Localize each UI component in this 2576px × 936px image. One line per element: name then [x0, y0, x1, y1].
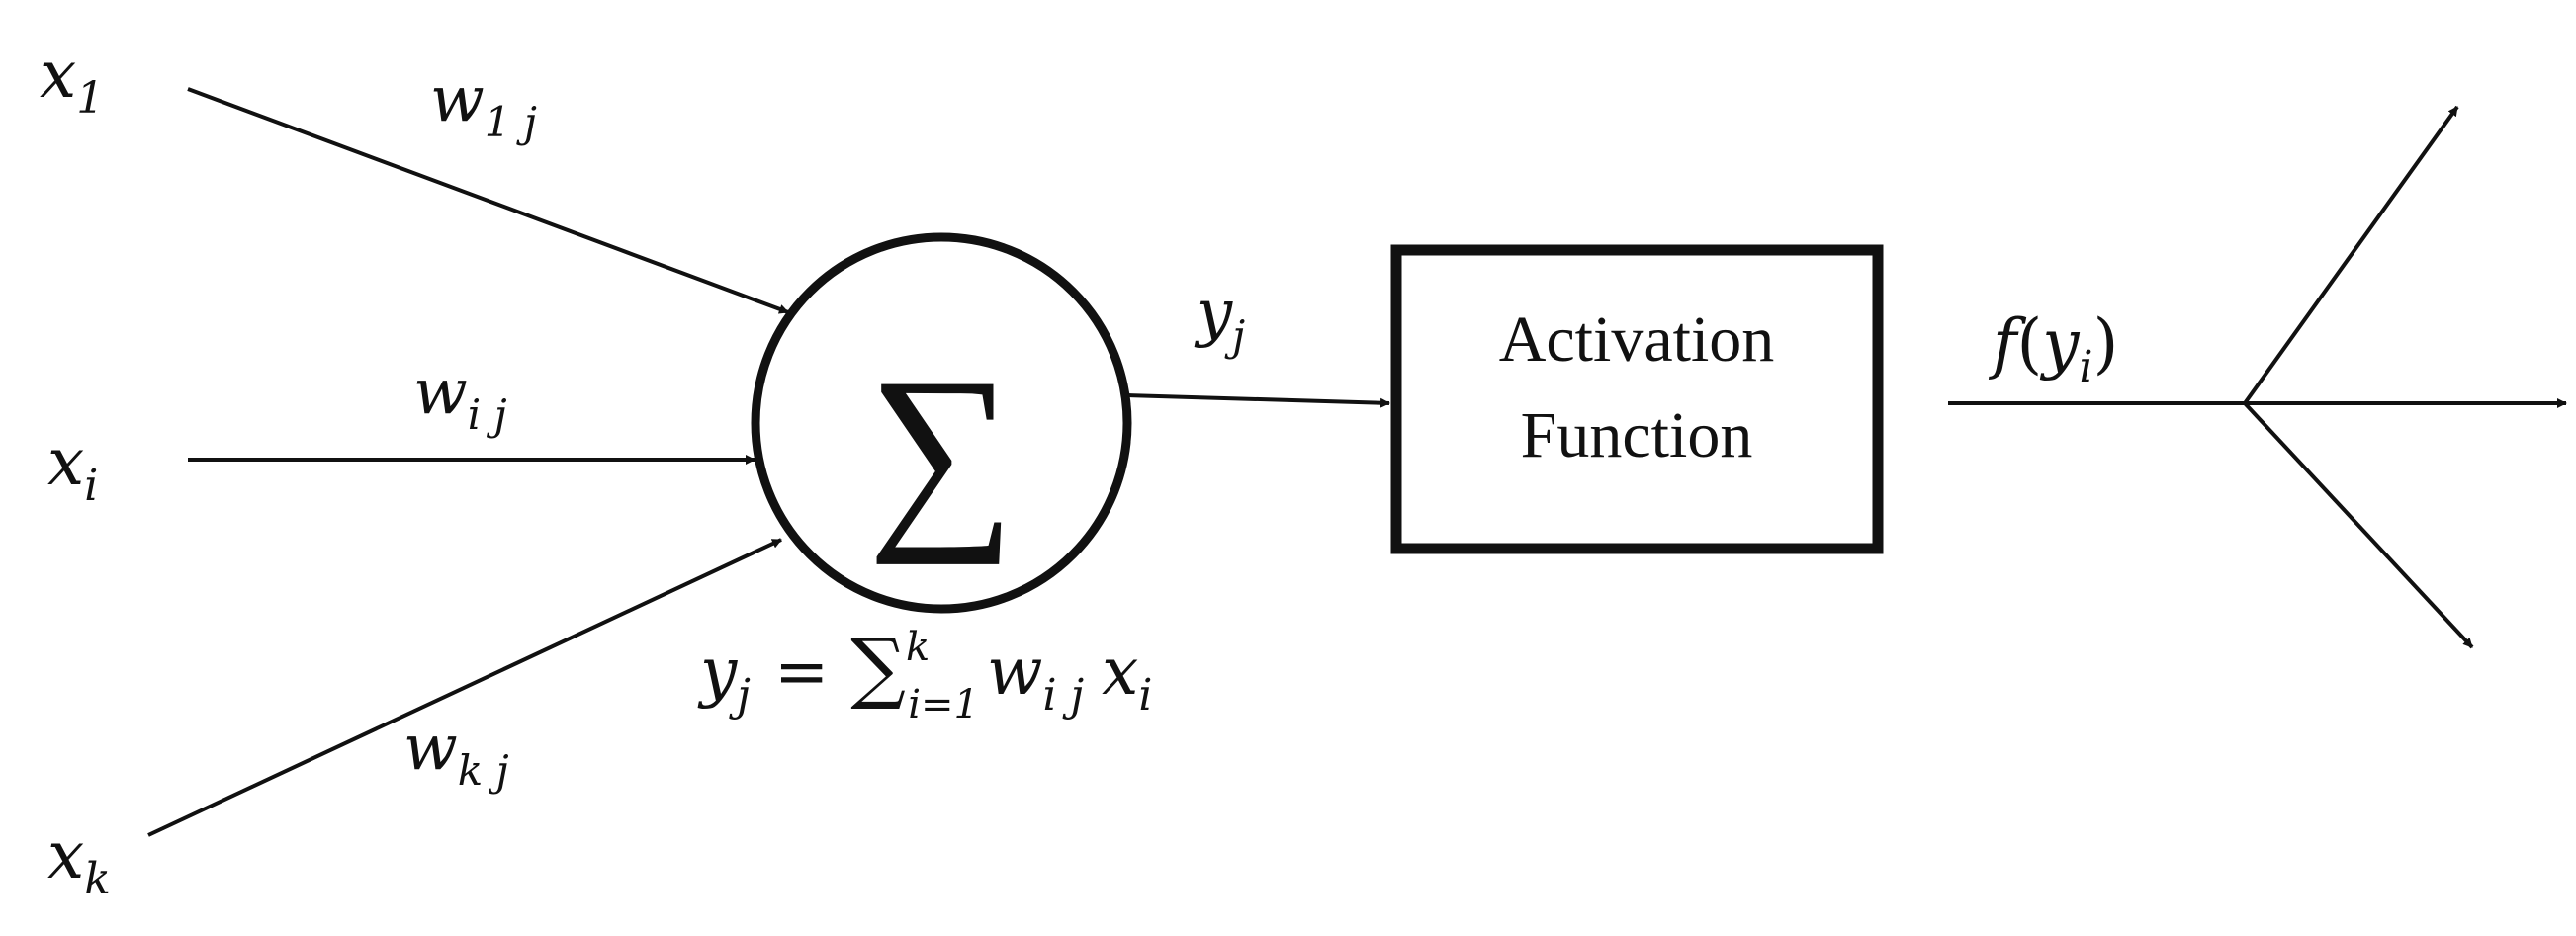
- summation-node: [751, 232, 1132, 614]
- weight-w1j-label: w1 j: [430, 63, 537, 146]
- activation-function-box: [1390, 244, 1884, 554]
- weight-wkj-label: wk j: [403, 712, 509, 795]
- output-label: f(yi): [1988, 305, 2118, 392]
- fanout-arrow-up: [2243, 105, 2459, 405]
- activation-label-line1: Activation: [1499, 303, 1775, 376]
- sum-to-activation-arrow: [1126, 393, 1390, 408]
- fanout-arrow-down: [2243, 401, 2474, 649]
- input-xk-arrow: [147, 538, 782, 837]
- input-xk-label: xk: [47, 817, 111, 904]
- input-x1-label: x1: [40, 37, 104, 124]
- summation-symbol: ∑: [867, 336, 1016, 565]
- sum-output-label: yj: [1194, 277, 1245, 360]
- input-x1-arrow: [187, 87, 789, 314]
- weight-wij-label: wi j: [413, 356, 507, 439]
- input-xi-label: xi: [47, 424, 98, 511]
- activation-label-line2: Function: [1521, 399, 1753, 471]
